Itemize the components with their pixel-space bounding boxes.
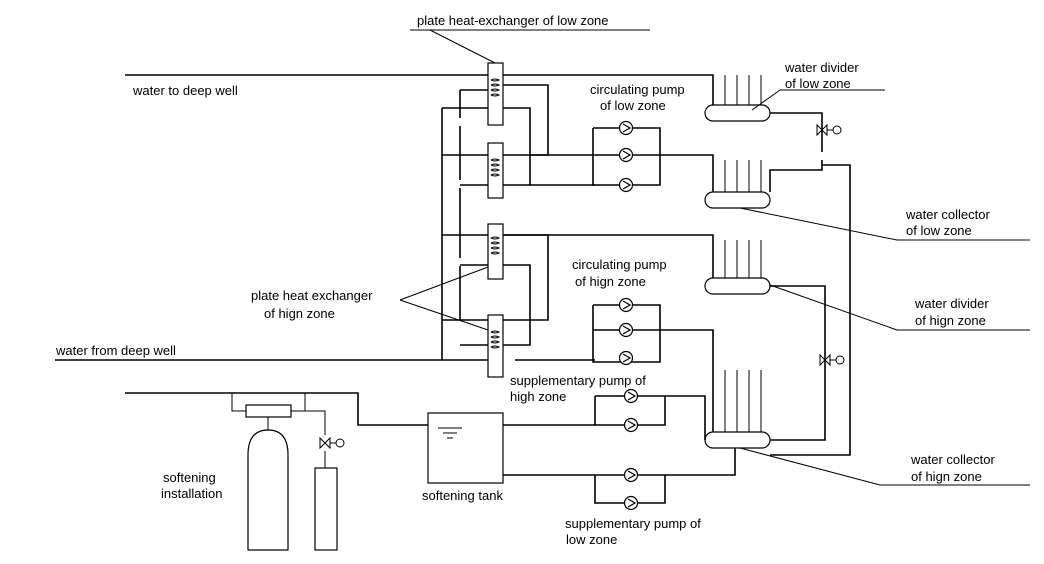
valve-low-zone	[816, 124, 842, 136]
label-softening-install-1: softening	[163, 470, 216, 485]
brine-tank	[314, 467, 338, 551]
label-circ-pump-high-1: circulating pump	[572, 257, 667, 272]
water-collector-high	[704, 431, 771, 449]
label-supp-pump-high-1: supplementary pump of	[510, 373, 646, 388]
circ-pump-high-2	[618, 322, 634, 338]
label-water-from-deep-well: water from deep well	[55, 343, 176, 358]
supp-pump-low-1	[623, 467, 639, 483]
label-circ-pump-low-2: of low zone	[600, 98, 666, 113]
label-water-collector-low-1: water collector	[905, 207, 990, 222]
label-water-divider-high-2: of hign zone	[915, 313, 986, 328]
leader-lines	[399, 29, 1030, 486]
label-supp-pump-low-2: low zone	[566, 532, 617, 547]
softening-system	[125, 392, 736, 551]
label-supp-pump-high-2: high zone	[510, 389, 566, 404]
label-circ-pump-high-2: of hign zone	[575, 274, 646, 289]
supp-pump-high-2	[623, 417, 639, 433]
label-water-divider-low-2: of low zone	[785, 76, 851, 91]
label-supp-pump-low-1: supplementary pump of	[565, 516, 701, 531]
water-collector-low	[704, 191, 771, 209]
supp-pump-high-1	[623, 388, 639, 404]
circ-pump-low-3	[618, 177, 634, 193]
labels: plate heat-exchanger of low zone water t…	[55, 13, 995, 547]
label-softening-tank: softening tank	[422, 488, 503, 503]
softening-head	[245, 404, 292, 418]
label-water-collector-high-2: of hign zone	[911, 469, 982, 484]
softening-vessel	[247, 429, 289, 551]
label-plate-hx-high-1: plate heat exchanger	[251, 288, 373, 303]
main-pipes	[55, 74, 714, 361]
label-water-collector-high-1: water collector	[910, 452, 995, 467]
label-water-divider-low-1: water divider	[784, 60, 859, 75]
label-plate-hx-low: plate heat-exchanger of low zone	[417, 13, 609, 28]
circ-pump-low-1	[618, 120, 634, 136]
bypass-pipes	[769, 112, 851, 456]
circ-pump-low-2	[618, 147, 634, 163]
high-zone-pipes	[503, 234, 714, 440]
label-water-to-deep-well: water to deep well	[132, 83, 238, 98]
low-zone-pipes	[503, 84, 714, 201]
hx-high-1	[487, 223, 504, 280]
valve-high-zone	[819, 354, 845, 366]
label-softening-install-2: installation	[161, 486, 222, 501]
label-circ-pump-low-1: circulating pump	[590, 82, 685, 97]
supp-pump-low-2	[623, 495, 639, 511]
headers	[704, 75, 771, 449]
label-water-divider-high-1: water divider	[914, 296, 989, 311]
softening-valve	[319, 437, 345, 449]
circ-pump-high-1	[618, 297, 634, 313]
plate-heat-exchangers	[487, 62, 504, 378]
water-divider-high	[704, 277, 771, 295]
softening-tank	[427, 412, 504, 484]
water-divider-low	[704, 104, 771, 122]
label-water-collector-low-2: of low zone	[906, 223, 972, 238]
label-plate-hx-high-2: of hign zone	[264, 306, 335, 321]
circ-pump-high-3	[618, 350, 634, 366]
